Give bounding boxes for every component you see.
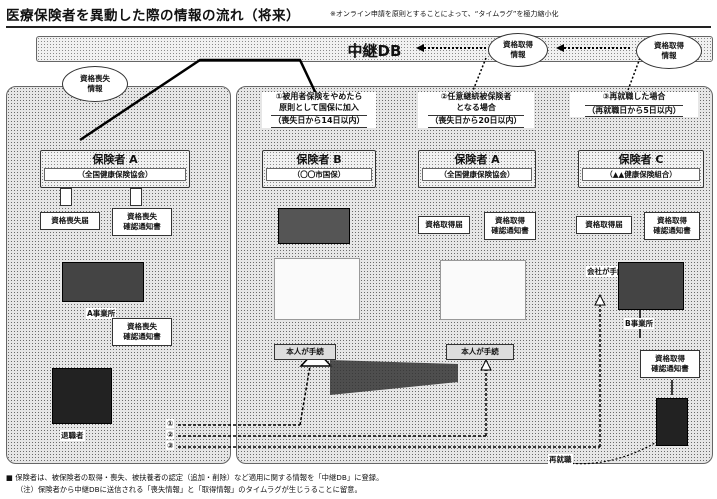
relay-drop-case3 <box>624 57 641 99</box>
shadow-wedge <box>330 360 458 395</box>
path-number-2: ② <box>166 430 175 439</box>
company-b-label: B事業所 <box>624 318 655 329</box>
arrow-up-icon <box>60 188 72 206</box>
insurer-a-left: 保険者 A （全国健康保険協会） <box>40 150 190 188</box>
footnote-note: （注）保険者から中継DBに送信される「喪失情報」と「取得情報」のタイムラグが生じ… <box>16 485 362 494</box>
title-divider <box>6 26 711 28</box>
footnote-main: ■ 保険者は、被保険者の取得・喪失、被扶養者の認定（追加・削除）など適用に関する… <box>6 473 384 482</box>
company-b-building-icon <box>618 262 684 310</box>
loss-confirmation-notice: 資格喪失 確認通知書 <box>112 208 172 236</box>
page-title: 医療保険者を異動した際の情報の流れ（将来） <box>6 8 300 24</box>
insurer-b: 保険者 B （〇〇市国保） <box>262 150 376 188</box>
path-up-1 <box>299 365 311 426</box>
loss-confirmation-notice-2: 資格喪失 確認通知書 <box>112 318 172 346</box>
counter-person-icon-2 <box>440 260 526 320</box>
case3-title-text: ③再就職した場合 <box>602 92 666 101</box>
arrow-down-icon <box>130 188 142 206</box>
case3-company-procedure: 会社が手続 <box>586 266 626 277</box>
case3-deadline: （再就職日から5日以内） <box>585 104 683 117</box>
case1-procedure-label: 本人が手続 <box>274 344 336 360</box>
case2-acquisition-form: 資格取得届 <box>418 216 470 234</box>
relay-arrow-mid-head <box>416 44 424 52</box>
case2-deadline: （喪失日から20日以内） <box>428 115 524 128</box>
case3-acquisition-form: 資格取得届 <box>576 216 632 234</box>
relay-drop-case2 <box>469 57 487 99</box>
city-office-icon <box>278 208 350 244</box>
case2-title: ②任意継続被保険者 となる場合 （喪失日から20日以内） <box>418 92 534 128</box>
relay-db-bar: 中継DB <box>36 36 713 62</box>
reemployment-arc <box>559 439 661 465</box>
case1-title-text: ①被用者保険をやめたら 原則として国保に加入 <box>275 92 363 112</box>
loss-notice-form: 資格喪失届 <box>40 212 100 230</box>
loss-info-line <box>79 58 320 142</box>
case2-acquisition-confirmation: 資格取得 確認通知書 <box>484 212 536 240</box>
cloud-loss-info: 資格喪失 情報 <box>62 66 128 102</box>
path-up-3-head <box>594 293 606 306</box>
insurer-c: 保険者 C （▲▲健康保険組合） <box>578 150 704 188</box>
relay-arrow-right-head <box>556 44 564 52</box>
case3-final-confirmation: 資格取得 確認通知書 <box>640 350 700 378</box>
cloud-acquisition-info-right: 資格取得 情報 <box>636 33 702 69</box>
insurer-a-case2: 保険者 A （全国健康保険協会） <box>418 150 536 188</box>
counter-person-icon <box>274 258 360 320</box>
case2-procedure-label: 本人が手続 <box>446 344 514 360</box>
case3-acquisition-confirmation: 資格取得 確認通知書 <box>644 212 700 240</box>
cloud-acquisition-info-mid: 資格取得 情報 <box>488 33 548 67</box>
reemployment-label: 再就職 <box>548 454 573 465</box>
company-building-icon <box>62 262 144 302</box>
case2-title-text: ②任意継続被保険者 となる場合 <box>440 92 512 112</box>
retiree-label: 退職者 <box>60 430 85 441</box>
reemployee-figure-icon <box>656 398 688 446</box>
page-subtitle: ※オンライン申請を原則とすることによって、“タイムラグ”を極力縮小化 <box>330 10 559 18</box>
path-up-2-head <box>480 358 492 371</box>
case1-deadline: （喪失日から14日以内） <box>271 115 367 128</box>
retiree-figure-icon <box>52 368 112 424</box>
path-number-1: ① <box>166 419 175 428</box>
company-a-label: A事業所 <box>86 308 117 319</box>
relay-db-label: 中継DB <box>347 42 402 60</box>
case3-title: ③再就職した場合 （再就職日から5日以内） <box>570 92 698 117</box>
case1-title: ①被用者保険をやめたら 原則として国保に加入 （喪失日から14日以内） <box>262 92 376 128</box>
path-number-3: ③ <box>166 441 175 450</box>
